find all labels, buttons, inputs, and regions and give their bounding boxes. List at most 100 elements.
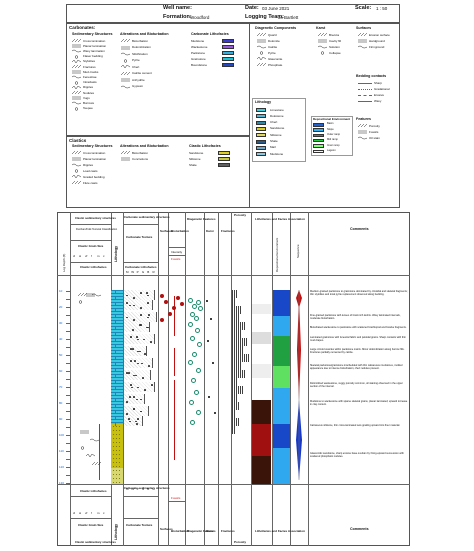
surface-line-red-1 [174,296,175,336]
fossil-marker [180,302,184,306]
footer-karst: Karst [206,529,214,533]
carb-sed-icon-0 [72,39,81,43]
porosity-bar [232,386,243,394]
footer-porosity: Porosity [234,540,247,544]
clas-sed-icon-1 [72,157,81,161]
limestone-brick [115,291,116,294]
karst-dot [210,318,212,320]
carb-sed-item: Vugs [83,95,90,100]
header-subdivider [70,518,111,519]
sand-grain [113,462,114,463]
limestone-brick [115,309,116,312]
carb-sed-item: Fractures [83,64,96,69]
diagenetic-grain [194,316,199,321]
feat-item: Fossils [369,129,379,134]
carb-sed-item: Nodules [83,90,95,95]
clas-alt-icon-0 [121,151,130,155]
grain-letter: vf [85,254,88,258]
depo-item: Slope [327,127,334,131]
limestone-bed [111,374,123,375]
fossil-marker [172,306,176,310]
sand-grain [119,426,120,427]
porosity-bar [232,322,246,330]
footer-carb-texture: Carbonate Texture [126,523,153,527]
diag-item: Calcite [268,44,278,49]
texture-grain [126,302,128,304]
limestone-bed [111,332,123,333]
karst-icon-1 [318,39,327,43]
sand-grain [116,454,117,455]
limestone-brick [115,363,116,366]
carb-sed-icon-1 [72,44,81,48]
karst-item: Solution [329,44,340,49]
porosity-bar [232,330,242,338]
footer-carb-struct: Carbonate sedimentary structures [124,486,170,490]
texture-grain [136,336,138,338]
porosity-bar [232,298,236,306]
porosity-header: Porosity [234,213,247,217]
texture-grain [135,420,137,422]
footer-fractures: Fractures [221,529,235,533]
texture-bar [124,416,143,426]
texture-grain [130,384,132,386]
lith-item: Sandstone [270,126,285,131]
carb-sed-icon-10 [72,91,81,95]
texture-letter-footer: M [126,487,129,491]
clas-lith-swatch [218,163,230,167]
texture-grain [147,326,149,328]
carb-lith-item: Packstone [191,50,206,55]
carb-lith-swatch [222,63,234,67]
diagenetic-grain [192,304,197,309]
carb-lith-item: Boundstone [191,62,208,67]
sand-grain [119,482,120,483]
lith-item: Marl [270,145,276,150]
diag-icon-0 [257,33,266,37]
depth-tick [66,443,70,444]
sand-grain [116,434,117,435]
texture-letter-footer: R [152,487,155,491]
texture-bar [124,346,147,356]
sand-grain [116,482,117,483]
limestone-bed [111,422,123,423]
grain-letter-footer: si [79,511,82,515]
grain-size-bar [90,456,100,464]
sand-grain [113,438,114,439]
limestone-brick [115,399,116,402]
depth-label: 60 [59,369,63,373]
log-sheet [57,212,410,546]
texture-grain [137,338,139,340]
comments-header: Comments [350,227,369,231]
limestone-brick [115,411,116,414]
carb-alt-icon-5 [121,71,130,75]
lithology-header: Lithology [114,245,118,262]
comment-text: Calcareous siltstone, thin cross-laminat… [310,424,401,427]
lith-item: Shale [270,139,278,143]
depth-label: 50 [59,353,63,357]
limestone-brick [115,297,116,300]
limestone-bed [111,416,123,417]
karst-item: Collapse [329,50,341,55]
depth-tick [66,331,70,332]
clastic-structure-icon [92,462,101,466]
sand-grain [113,454,114,455]
carb-alt-item: Pyrite [132,58,140,62]
depth-label: 130 [59,481,65,485]
clas-sed-title: Sedimentary Structures [72,144,113,148]
depth-label: · [59,425,60,429]
clastic-structure-icon [78,293,87,297]
texture-grain [133,374,135,376]
title-block [66,4,400,23]
carb-sed-icon-4 [72,59,81,64]
diagenetic-grain [195,328,200,333]
limestone-bed [111,296,123,297]
clastic-structure-icon [92,293,101,297]
texture-grain [126,294,128,296]
porosity-bar [232,314,240,322]
carb-struct-header: Carbonate sedimentary structures [124,215,170,219]
carb-alt-icon-0 [121,39,130,43]
carb-alt-item: Calcite cement [132,71,152,75]
grain-letter: m [97,254,100,258]
texture-grain [140,398,142,400]
depth-tick [66,451,70,452]
limestone-bed [111,407,123,408]
